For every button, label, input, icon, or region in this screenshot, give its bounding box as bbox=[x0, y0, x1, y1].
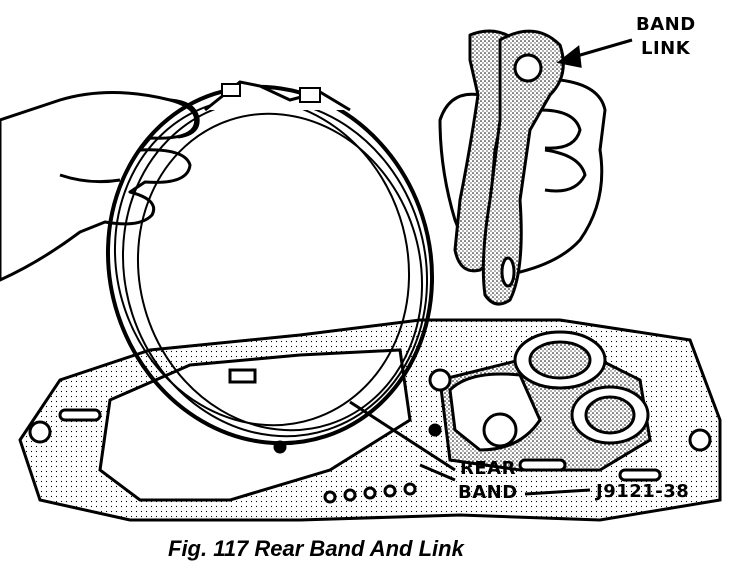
figure-caption: Fig. 117 Rear Band And Link bbox=[168, 536, 464, 561]
rear-band-label-line1: REAR bbox=[460, 458, 516, 479]
figure-code: J9121-38 bbox=[596, 481, 690, 502]
band-link bbox=[453, 29, 565, 306]
leader-lines bbox=[349, 38, 633, 496]
rear-band bbox=[105, 80, 435, 446]
band-link-label-line2: LINK bbox=[641, 38, 691, 59]
band-link-label-line1: BAND bbox=[636, 14, 696, 35]
rear-band-label-line2: BAND bbox=[458, 482, 518, 503]
